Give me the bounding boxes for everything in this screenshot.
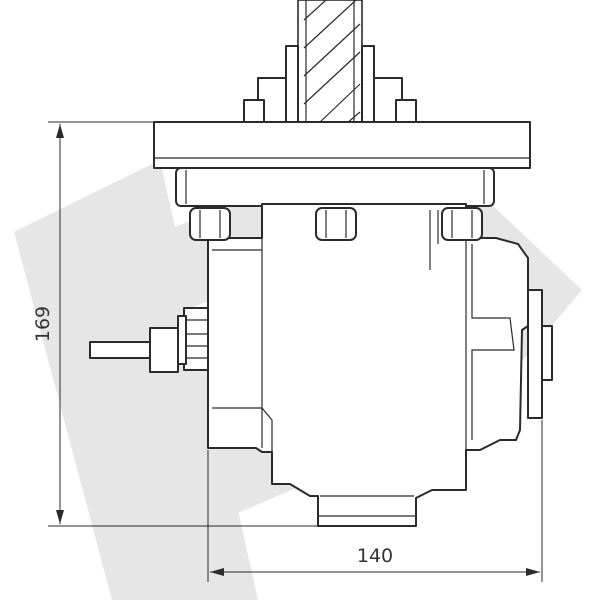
drive-gear-shaft bbox=[297, 0, 363, 125]
width-dimension: 140 bbox=[207, 420, 543, 582]
hex-nut-center bbox=[315, 207, 357, 241]
hex-nut-right bbox=[441, 207, 483, 241]
mounting-flange bbox=[153, 121, 531, 169]
left-fitting bbox=[89, 307, 209, 373]
side-boss bbox=[527, 289, 553, 419]
pump-body bbox=[207, 203, 529, 527]
hex-nuts bbox=[189, 207, 483, 241]
top-studs bbox=[243, 45, 417, 123]
height-dimension: 169 bbox=[32, 121, 318, 527]
hex-nut-left bbox=[189, 207, 231, 241]
width-dimension-label: 140 bbox=[357, 545, 393, 567]
flange-collar bbox=[175, 167, 495, 207]
height-dimension-label: 169 bbox=[32, 306, 54, 342]
